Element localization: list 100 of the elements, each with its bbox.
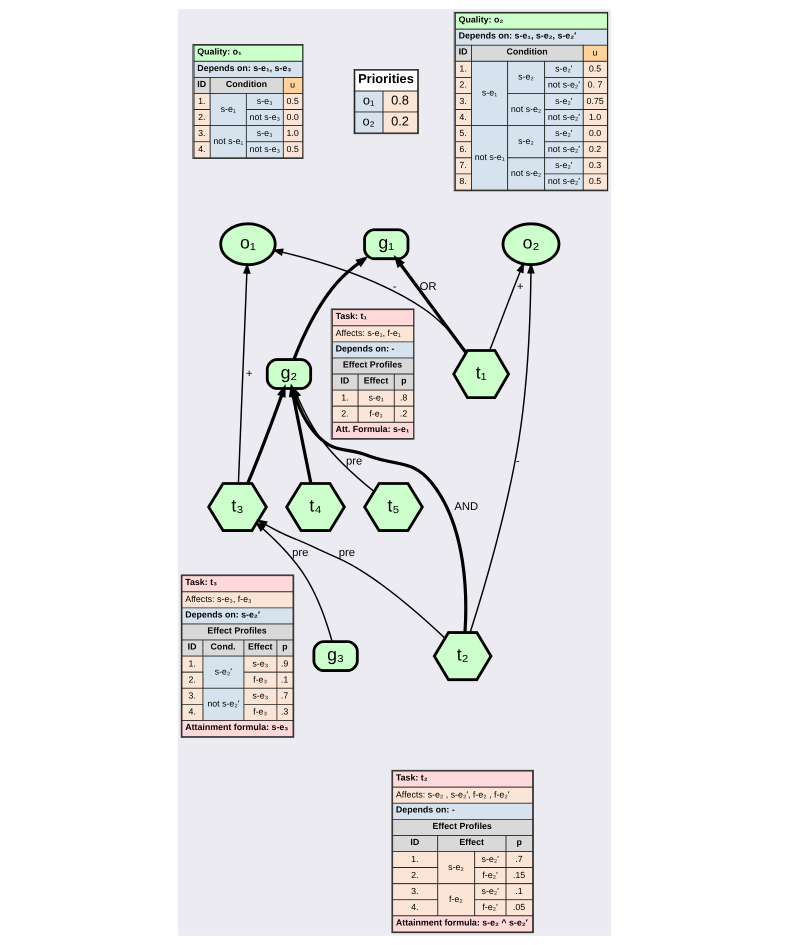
node-label: not s-e₃ <box>250 112 280 122</box>
node-label: 7. <box>459 160 467 170</box>
node-label: not s-e₂′ <box>207 698 240 709</box>
node-label: Effect <box>364 376 388 386</box>
node-label: 4. <box>188 706 196 717</box>
node-label: s-e₂ <box>518 136 534 146</box>
node-label: s-e₃ <box>252 690 268 701</box>
node-label: ID <box>197 78 206 89</box>
node-label: s-e₂′ <box>555 128 572 138</box>
label: o₁ <box>362 92 374 108</box>
node-label: ID <box>410 836 420 847</box>
node-label: 1. <box>341 392 349 402</box>
node-label: Affects: s-e₂ , s-e₂′, f-e₂ , f-e₂′ <box>396 789 510 800</box>
node-label: f-e₂′ <box>482 870 498 880</box>
node-label: .15 <box>512 870 526 880</box>
node-label: f-e₃ <box>253 706 268 717</box>
edge-label: + <box>516 280 524 293</box>
node-label: Effect <box>459 836 484 847</box>
node-label: not s-e₁ <box>474 152 505 162</box>
edge-label: - <box>392 280 397 293</box>
node-label: not s-e₂′ <box>548 80 580 90</box>
node-label: Depends on: s-e₁, s-e₂, s-e₂′ <box>458 30 576 41</box>
node-label: Effect Profiles <box>432 820 492 831</box>
edge-label: + <box>246 368 252 380</box>
node-label: 4. <box>459 112 467 122</box>
edge-label: OR <box>420 280 437 293</box>
node-label: 0.0 <box>588 128 602 138</box>
node-label: Condition <box>506 46 548 57</box>
node-label: 2. <box>411 870 419 880</box>
node-label: 1.0 <box>588 112 602 122</box>
node-label: 2. <box>198 112 206 122</box>
node-label: 4. <box>411 902 419 912</box>
node-label: Task: t₂ <box>396 772 428 783</box>
node-label: ID <box>340 376 350 386</box>
node-label: 0.5 <box>286 144 299 154</box>
node-label: 2. <box>188 674 196 684</box>
node-label: 3. <box>411 886 419 896</box>
node-label: 1. <box>188 658 196 668</box>
node-label: s-e₃ <box>252 658 268 668</box>
node-label: s-e₂ <box>518 72 534 82</box>
node-label: p <box>516 836 522 847</box>
node-label: Cond. <box>210 642 236 652</box>
node-label: 1.0 <box>286 128 299 138</box>
node-label: 5. <box>459 128 467 138</box>
node-label: Condition <box>226 78 268 89</box>
node-label: Affects: s-e₁, f-e₁ <box>336 328 401 338</box>
node-label: not s-e₃ <box>250 144 280 154</box>
node-label: ID <box>458 46 468 57</box>
label: 0.2 <box>391 113 409 128</box>
node-label: Attainment formula: s-e₃ <box>185 722 288 732</box>
node-label: not s-e₂′ <box>548 176 580 186</box>
node-label: 3. <box>198 128 206 138</box>
node-label: 2. <box>341 408 349 419</box>
node-label: not s-e₂′ <box>548 144 580 154</box>
node-label: s-e₃ <box>256 96 273 106</box>
node-label: Effect Profiles <box>342 359 402 370</box>
node-label: p <box>282 642 288 652</box>
node-label: 0. 7 <box>588 80 602 90</box>
node-label: 0.5 <box>588 64 602 74</box>
node-label: s-e₁ <box>220 104 236 114</box>
node-label: s-e₂′ <box>482 886 499 896</box>
node-label: 8. <box>459 176 467 186</box>
node-label: .2 <box>400 408 408 419</box>
node-label: 0.0 <box>286 112 299 122</box>
node-label: Affects: s-e₃, f-e₃ <box>185 594 252 604</box>
node-label: s-e₂′ <box>555 64 572 74</box>
node-label: 6. <box>459 144 467 154</box>
node-label: .8 <box>400 392 408 402</box>
node-label: s-e₂′ <box>555 160 572 170</box>
node-label: .1 <box>515 886 523 896</box>
node-label: .9 <box>280 658 288 668</box>
node-label: Depends on: s-e₁, s-e₃ <box>197 62 292 73</box>
node-label: 1. <box>198 96 206 106</box>
node-label: s-e₂′ <box>214 666 232 676</box>
node-label: Quality: o₁ <box>197 46 242 57</box>
node-label: s-e₂′ <box>482 854 499 864</box>
node-label: f-e₃ <box>253 674 268 684</box>
node-label: 0.5 <box>588 176 602 186</box>
node-label: .05 <box>512 902 526 912</box>
node-label: 0.5 <box>286 96 299 106</box>
node-label: Depends on: - <box>336 343 394 354</box>
node-label: Attainment formula: s-e₂ ^ s-e₂′ <box>396 917 528 928</box>
edge-label: pre <box>346 455 362 468</box>
node-label: not s-e₂ <box>510 168 542 178</box>
node-label: Quality: o₂ <box>458 14 504 25</box>
node-label: p <box>401 376 407 386</box>
node-label: .1 <box>280 674 288 684</box>
edge-label: - <box>516 455 520 468</box>
label: Priorities <box>358 70 414 86</box>
node-label: .3 <box>280 706 288 717</box>
node-label: Effect <box>248 642 272 652</box>
node-label: u <box>290 80 296 90</box>
node-label: 2. <box>459 80 467 90</box>
node-label: 0.2 <box>588 144 602 154</box>
node-label: u <box>592 48 598 58</box>
node-label: 0.3 <box>588 160 602 170</box>
node-label: f-e₁ <box>369 408 383 419</box>
node-label: not s-e₂ <box>510 104 542 114</box>
node-label: 1. <box>411 854 419 864</box>
node-label: Att. Formula: s-e₁ <box>336 424 410 434</box>
